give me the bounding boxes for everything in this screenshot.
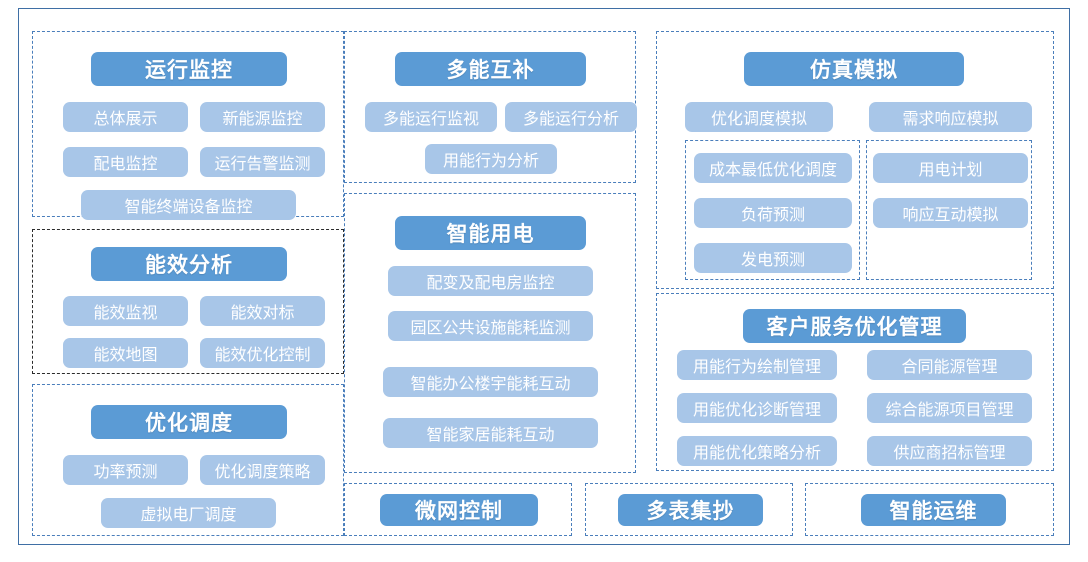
item-zongti-zhanshi[interactable]: 总体展示 — [63, 102, 188, 132]
group-zhineng-yongdian: 智能用电 配变及配电房监控 园区公共设施能耗监测 智能办公楼宇能耗互动 智能家居… — [344, 193, 636, 473]
item-fuhe-yuce[interactable]: 负荷预测 — [694, 198, 852, 228]
item-nengxiao-ditu[interactable]: 能效地图 — [63, 338, 188, 368]
item-xinnengyuan-jiankong[interactable]: 新能源监控 — [200, 102, 325, 132]
item-peidian-jiankong[interactable]: 配电监控 — [63, 147, 188, 177]
item-yongdian-jihua[interactable]: 用电计划 — [873, 153, 1028, 183]
group-header-kehu-fuwu-youhua-guanli[interactable]: 客户服务优化管理 — [743, 309, 966, 343]
group-header-yunxing-jiankong[interactable]: 运行监控 — [91, 52, 287, 86]
item-yongneng-xingwei-huizhi-guanli[interactable]: 用能行为绘制管理 — [677, 350, 837, 380]
group-kehu-fuwu-youhua-guanli: 客户服务优化管理 用能行为绘制管理 合同能源管理 用能优化诊断管理 综合能源项目… — [656, 293, 1054, 471]
group-header-zhineng-yongdian[interactable]: 智能用电 — [395, 216, 586, 250]
item-gongyingshang-zhaobiao-guanli[interactable]: 供应商招标管理 — [867, 436, 1032, 466]
item-yuanqu-gonggong-sheshi-nenghao-jiance[interactable]: 园区公共设施能耗监测 — [388, 311, 593, 341]
group-youhua-diaodu: 优化调度 功率预测 优化调度策略 虚拟电厂调度 — [32, 384, 344, 536]
item-hetong-nengyuan-guanli[interactable]: 合同能源管理 — [867, 350, 1032, 380]
group-header-duoneng-hubu[interactable]: 多能互补 — [395, 52, 586, 86]
diagram-canvas: 运行监控 总体展示 新能源监控 配电监控 运行告警监测 智能终端设备监控 能效分… — [18, 8, 1070, 545]
group-header-duobiao-jichao[interactable]: 多表集抄 — [618, 494, 763, 526]
item-zonghe-nengyuan-xiangmu-guanli[interactable]: 综合能源项目管理 — [867, 393, 1032, 423]
item-youhua-diaodu-celue[interactable]: 优化调度策略 — [200, 455, 325, 485]
item-xiangying-hudong-moni[interactable]: 响应互动模拟 — [873, 198, 1028, 228]
item-nengxiao-duibiao[interactable]: 能效对标 — [200, 296, 325, 326]
item-yongneng-xingwei-fenxi[interactable]: 用能行为分析 — [425, 144, 557, 174]
group-weiwang-kongzhi: 微网控制 — [344, 483, 572, 536]
group-zhineng-yunwei: 智能运维 — [805, 483, 1054, 536]
item-xuqiu-xiangying-moni[interactable]: 需求响应模拟 — [869, 102, 1032, 132]
item-yunxing-gaojing-jiance[interactable]: 运行告警监测 — [200, 147, 325, 177]
group-header-youhua-diaodu[interactable]: 优化调度 — [91, 405, 287, 439]
subgroup-fangzhen-left: 成本最低优化调度 负荷预测 发电预测 — [685, 140, 860, 280]
item-duoneng-yunxing-fenxi[interactable]: 多能运行分析 — [505, 102, 637, 132]
group-duobiao-jichao: 多表集抄 — [585, 483, 793, 536]
item-xuni-dianchang-diaodu[interactable]: 虚拟电厂调度 — [101, 498, 276, 528]
item-nengxiao-jianshi[interactable]: 能效监视 — [63, 296, 188, 326]
item-zhineng-zhongduan-shebei-jiankong[interactable]: 智能终端设备监控 — [81, 190, 296, 220]
item-peibian-ji-peidianfang-jiankong[interactable]: 配变及配电房监控 — [388, 266, 593, 296]
item-youhua-diaodu-moni[interactable]: 优化调度模拟 — [685, 102, 833, 132]
subgroup-fangzhen-right: 用电计划 响应互动模拟 — [866, 140, 1032, 280]
group-duoneng-hubu: 多能互补 多能运行监视 多能运行分析 用能行为分析 — [344, 31, 637, 183]
group-yunxing-jiankong: 运行监控 总体展示 新能源监控 配电监控 运行告警监测 智能终端设备监控 — [32, 31, 344, 220]
item-zhineng-jiaju-nenghao-hudong[interactable]: 智能家居能耗互动 — [383, 418, 598, 448]
group-header-nengxiao-fenxi[interactable]: 能效分析 — [91, 247, 287, 281]
item-chengben-zuidi-youhua-diaodu[interactable]: 成本最低优化调度 — [694, 153, 852, 183]
group-header-weiwang-kongzhi[interactable]: 微网控制 — [380, 494, 538, 526]
item-gonglv-yuce[interactable]: 功率预测 — [63, 455, 188, 485]
item-zhineng-bangong-louyu-nenghao-hudong[interactable]: 智能办公楼宇能耗互动 — [383, 367, 598, 397]
group-header-fangzhen-moni[interactable]: 仿真模拟 — [744, 52, 964, 86]
group-header-zhineng-yunwei[interactable]: 智能运维 — [861, 494, 1006, 526]
item-nengxiao-youhua-kongzhi[interactable]: 能效优化控制 — [200, 338, 325, 368]
item-yongneng-youhua-zhenduan-guanli[interactable]: 用能优化诊断管理 — [677, 393, 837, 423]
item-duoneng-yunxing-jianshi[interactable]: 多能运行监视 — [365, 102, 497, 132]
item-fadian-yuce[interactable]: 发电预测 — [694, 243, 852, 273]
group-nengxiao-fenxi: 能效分析 能效监视 能效对标 能效地图 能效优化控制 — [32, 229, 344, 374]
item-yongneng-youhua-celue-fenxi[interactable]: 用能优化策略分析 — [677, 436, 837, 466]
group-fangzhen-moni: 仿真模拟 优化调度模拟 需求响应模拟 成本最低优化调度 负荷预测 发电预测 用电… — [656, 31, 1054, 289]
